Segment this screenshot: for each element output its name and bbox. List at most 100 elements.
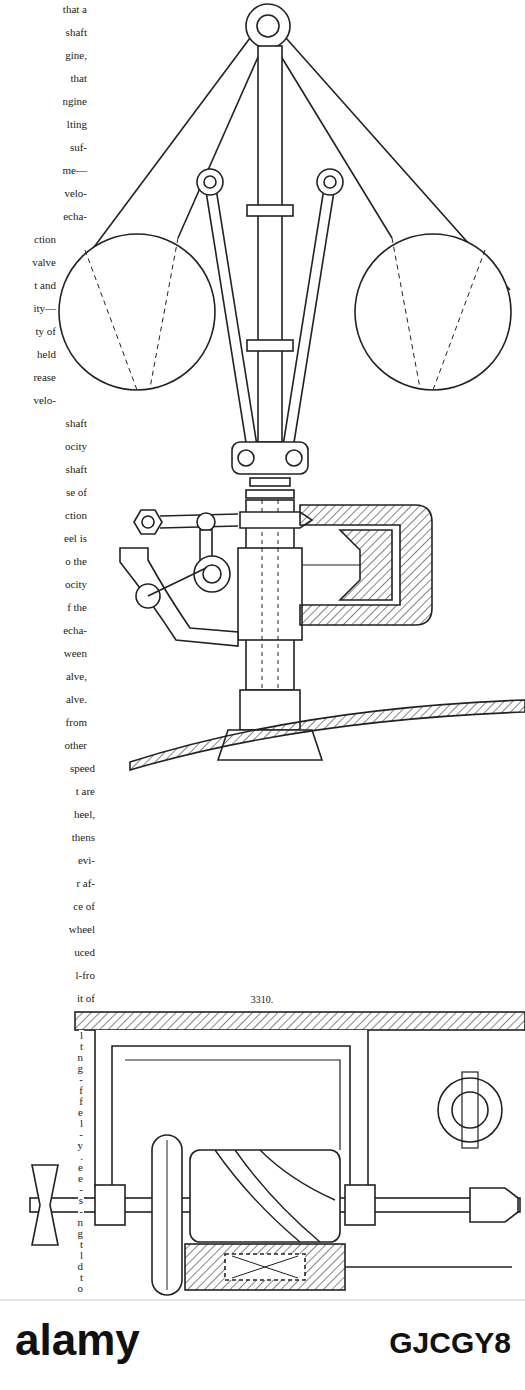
column-text: n (77, 1217, 85, 1228)
column-text: gine, (64, 50, 88, 61)
collar (247, 205, 293, 216)
column-text: echa- (62, 211, 88, 222)
column-text: - (78, 1129, 84, 1140)
hex-nut (134, 510, 162, 534)
column-text: echa- (62, 625, 88, 636)
section-shaft (345, 1266, 512, 1268)
column-text: e (77, 1162, 84, 1173)
ball (59, 234, 215, 390)
column-text: heel, (73, 809, 96, 820)
column-text: ocity (64, 441, 88, 452)
column-text: t (79, 1272, 84, 1283)
column-text: wheel (68, 924, 96, 935)
column-text: ity— (32, 303, 57, 314)
column-text: f the (66, 602, 88, 613)
column-text: ction (64, 510, 88, 521)
joint (197, 169, 223, 195)
section-line (232, 1256, 298, 1278)
disk (246, 490, 294, 498)
column-text: shaft (65, 27, 88, 38)
detail-bolt (462, 1072, 478, 1148)
column-text: l-fro (74, 970, 96, 981)
column-text: velo- (32, 395, 57, 406)
column-text: e (77, 1107, 84, 1118)
hidden-line (85, 250, 137, 390)
bearing (345, 1185, 375, 1225)
base-plate (130, 700, 525, 770)
column-text: other (63, 740, 88, 751)
column-text: ty of (35, 326, 57, 337)
column-text: . (79, 1151, 84, 1162)
column-text: se of (65, 487, 88, 498)
column-text: l (79, 1250, 84, 1261)
watermark: alamy (14, 1318, 141, 1362)
lower-figure (30, 1012, 525, 1295)
column-text: d (77, 1261, 85, 1272)
joint (317, 169, 343, 195)
column-text: that (70, 73, 89, 84)
column-text: velo- (63, 188, 88, 199)
coupling (470, 1188, 518, 1222)
column-text: o the (64, 556, 88, 567)
nut-hole (142, 516, 154, 528)
column-text: y (77, 1140, 85, 1151)
column-text: me— (62, 165, 88, 176)
column-text: that a (62, 4, 88, 15)
sleeve (232, 442, 308, 474)
helical-groove (215, 1150, 335, 1242)
banner-rule (0, 1299, 525, 1301)
column-text: - (78, 1184, 84, 1195)
column-text: g (77, 1228, 85, 1239)
ball (355, 234, 511, 390)
column-text: held (36, 349, 57, 360)
spindle (258, 46, 282, 442)
joint-pin (204, 176, 216, 188)
top-eye (246, 4, 290, 48)
crank-arm (148, 568, 206, 596)
sleeve-pin (238, 450, 254, 466)
disk (250, 478, 290, 486)
column-text: s (78, 1195, 84, 1206)
upper-figure (59, 4, 525, 770)
column-text: l (79, 1118, 84, 1129)
sleeve-pin (286, 450, 302, 466)
column-text: evi- (77, 855, 96, 866)
frame-inner (125, 1060, 340, 1150)
column-text: thens (71, 832, 96, 843)
column-text: ocity (64, 579, 88, 590)
column-text: l (79, 1030, 84, 1041)
image-id: GJCGY8 (388, 1328, 512, 1358)
column-text: eel is (63, 533, 88, 544)
lever-pin (197, 513, 215, 531)
collar (247, 340, 293, 351)
gear-housing (300, 505, 432, 625)
column-text: ce of (72, 901, 96, 912)
bearing (95, 1185, 125, 1225)
column-text: shaft (65, 464, 88, 475)
hidden-line (433, 250, 485, 390)
link (215, 182, 258, 452)
gear-axis (302, 565, 360, 566)
column-text: t are (75, 786, 96, 797)
hidden-line (392, 238, 420, 388)
hand-wheel (152, 1135, 182, 1295)
section (185, 1244, 345, 1290)
column-text: n (77, 1052, 85, 1063)
top-eye-hole (257, 15, 279, 37)
column-text: valve (31, 257, 57, 268)
cam-drum (190, 1150, 340, 1242)
crank-eye (194, 556, 230, 592)
pulley (32, 1165, 58, 1245)
column-text: t and (33, 280, 57, 291)
column-text: ween (63, 648, 88, 659)
hidden-line (150, 238, 178, 388)
column-text: suf- (69, 142, 88, 153)
column-text: from (65, 717, 88, 728)
column-text: - (78, 1206, 84, 1217)
column-text: uced (73, 947, 96, 958)
detail-bore (452, 1092, 488, 1128)
section-bore (225, 1254, 305, 1280)
column-text: alve, (65, 671, 88, 682)
